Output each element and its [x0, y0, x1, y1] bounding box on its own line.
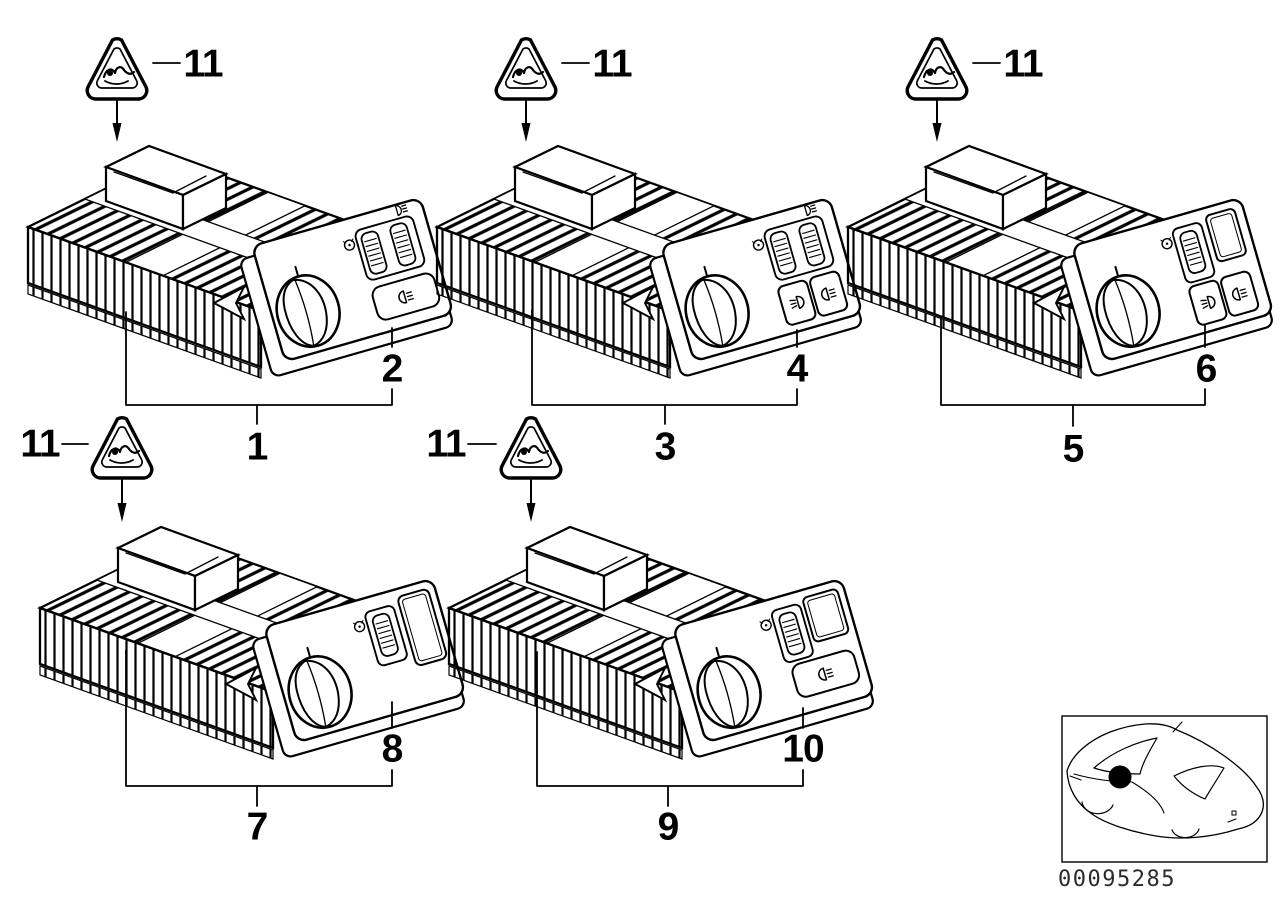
pinch-warning-arrow-icon — [116, 479, 128, 523]
callout-11-label: 11 — [592, 42, 632, 86]
callout-11-label: 11 — [183, 42, 223, 86]
pinch-warning-arrow-icon — [520, 99, 532, 143]
unit-body — [435, 144, 867, 380]
callout-1-label: 1 — [246, 425, 269, 469]
callout-bracket — [940, 317, 1206, 427]
callout-10-label: 10 — [782, 727, 824, 771]
part-location-dot — [1108, 765, 1132, 789]
switch-unit-4 — [38, 416, 470, 807]
faceplate — [1055, 196, 1278, 379]
warning-triangle-icon — [905, 37, 969, 101]
car-locator-box — [1061, 715, 1268, 863]
switch-unit-2 — [435, 37, 867, 425]
faceplate — [656, 577, 879, 760]
callout-11-label: 11 — [1003, 42, 1043, 86]
warning-triangle-icon — [90, 416, 154, 480]
warning-triangle-icon — [499, 416, 563, 480]
faceplate — [644, 196, 867, 379]
pinch-warning-arrow-icon — [525, 479, 537, 523]
unit-body — [846, 144, 1278, 380]
callout-4-label: 4 — [786, 347, 809, 391]
switch-unit-3 — [846, 37, 1278, 427]
warning-triangle-icon — [85, 37, 149, 101]
callout-bracket — [531, 309, 798, 425]
callout-3-label: 3 — [654, 425, 677, 469]
callout-5-label: 5 — [1062, 427, 1085, 471]
callout-bracket — [125, 649, 393, 807]
faceplate — [247, 577, 470, 760]
warning-triangle-icon — [494, 37, 558, 101]
pinch-warning-arrow-icon — [931, 99, 943, 143]
callout-9-label: 9 — [657, 805, 680, 849]
callout-bracket — [125, 311, 393, 425]
callout-2-label: 2 — [381, 347, 404, 391]
callout-8-label: 8 — [381, 727, 404, 771]
switch-unit-5 — [447, 416, 879, 807]
callout-11-label: 11 — [20, 422, 60, 466]
callout-11-label: 11 — [426, 422, 466, 466]
callout-6-label: 6 — [1195, 347, 1218, 391]
pinch-warning-arrow-icon — [111, 99, 123, 143]
unit-body — [447, 525, 879, 761]
image-number: 00095285 — [1058, 867, 1176, 892]
unit-body — [38, 525, 470, 761]
callout-bracket — [536, 651, 804, 807]
callout-7-label: 7 — [246, 805, 269, 849]
